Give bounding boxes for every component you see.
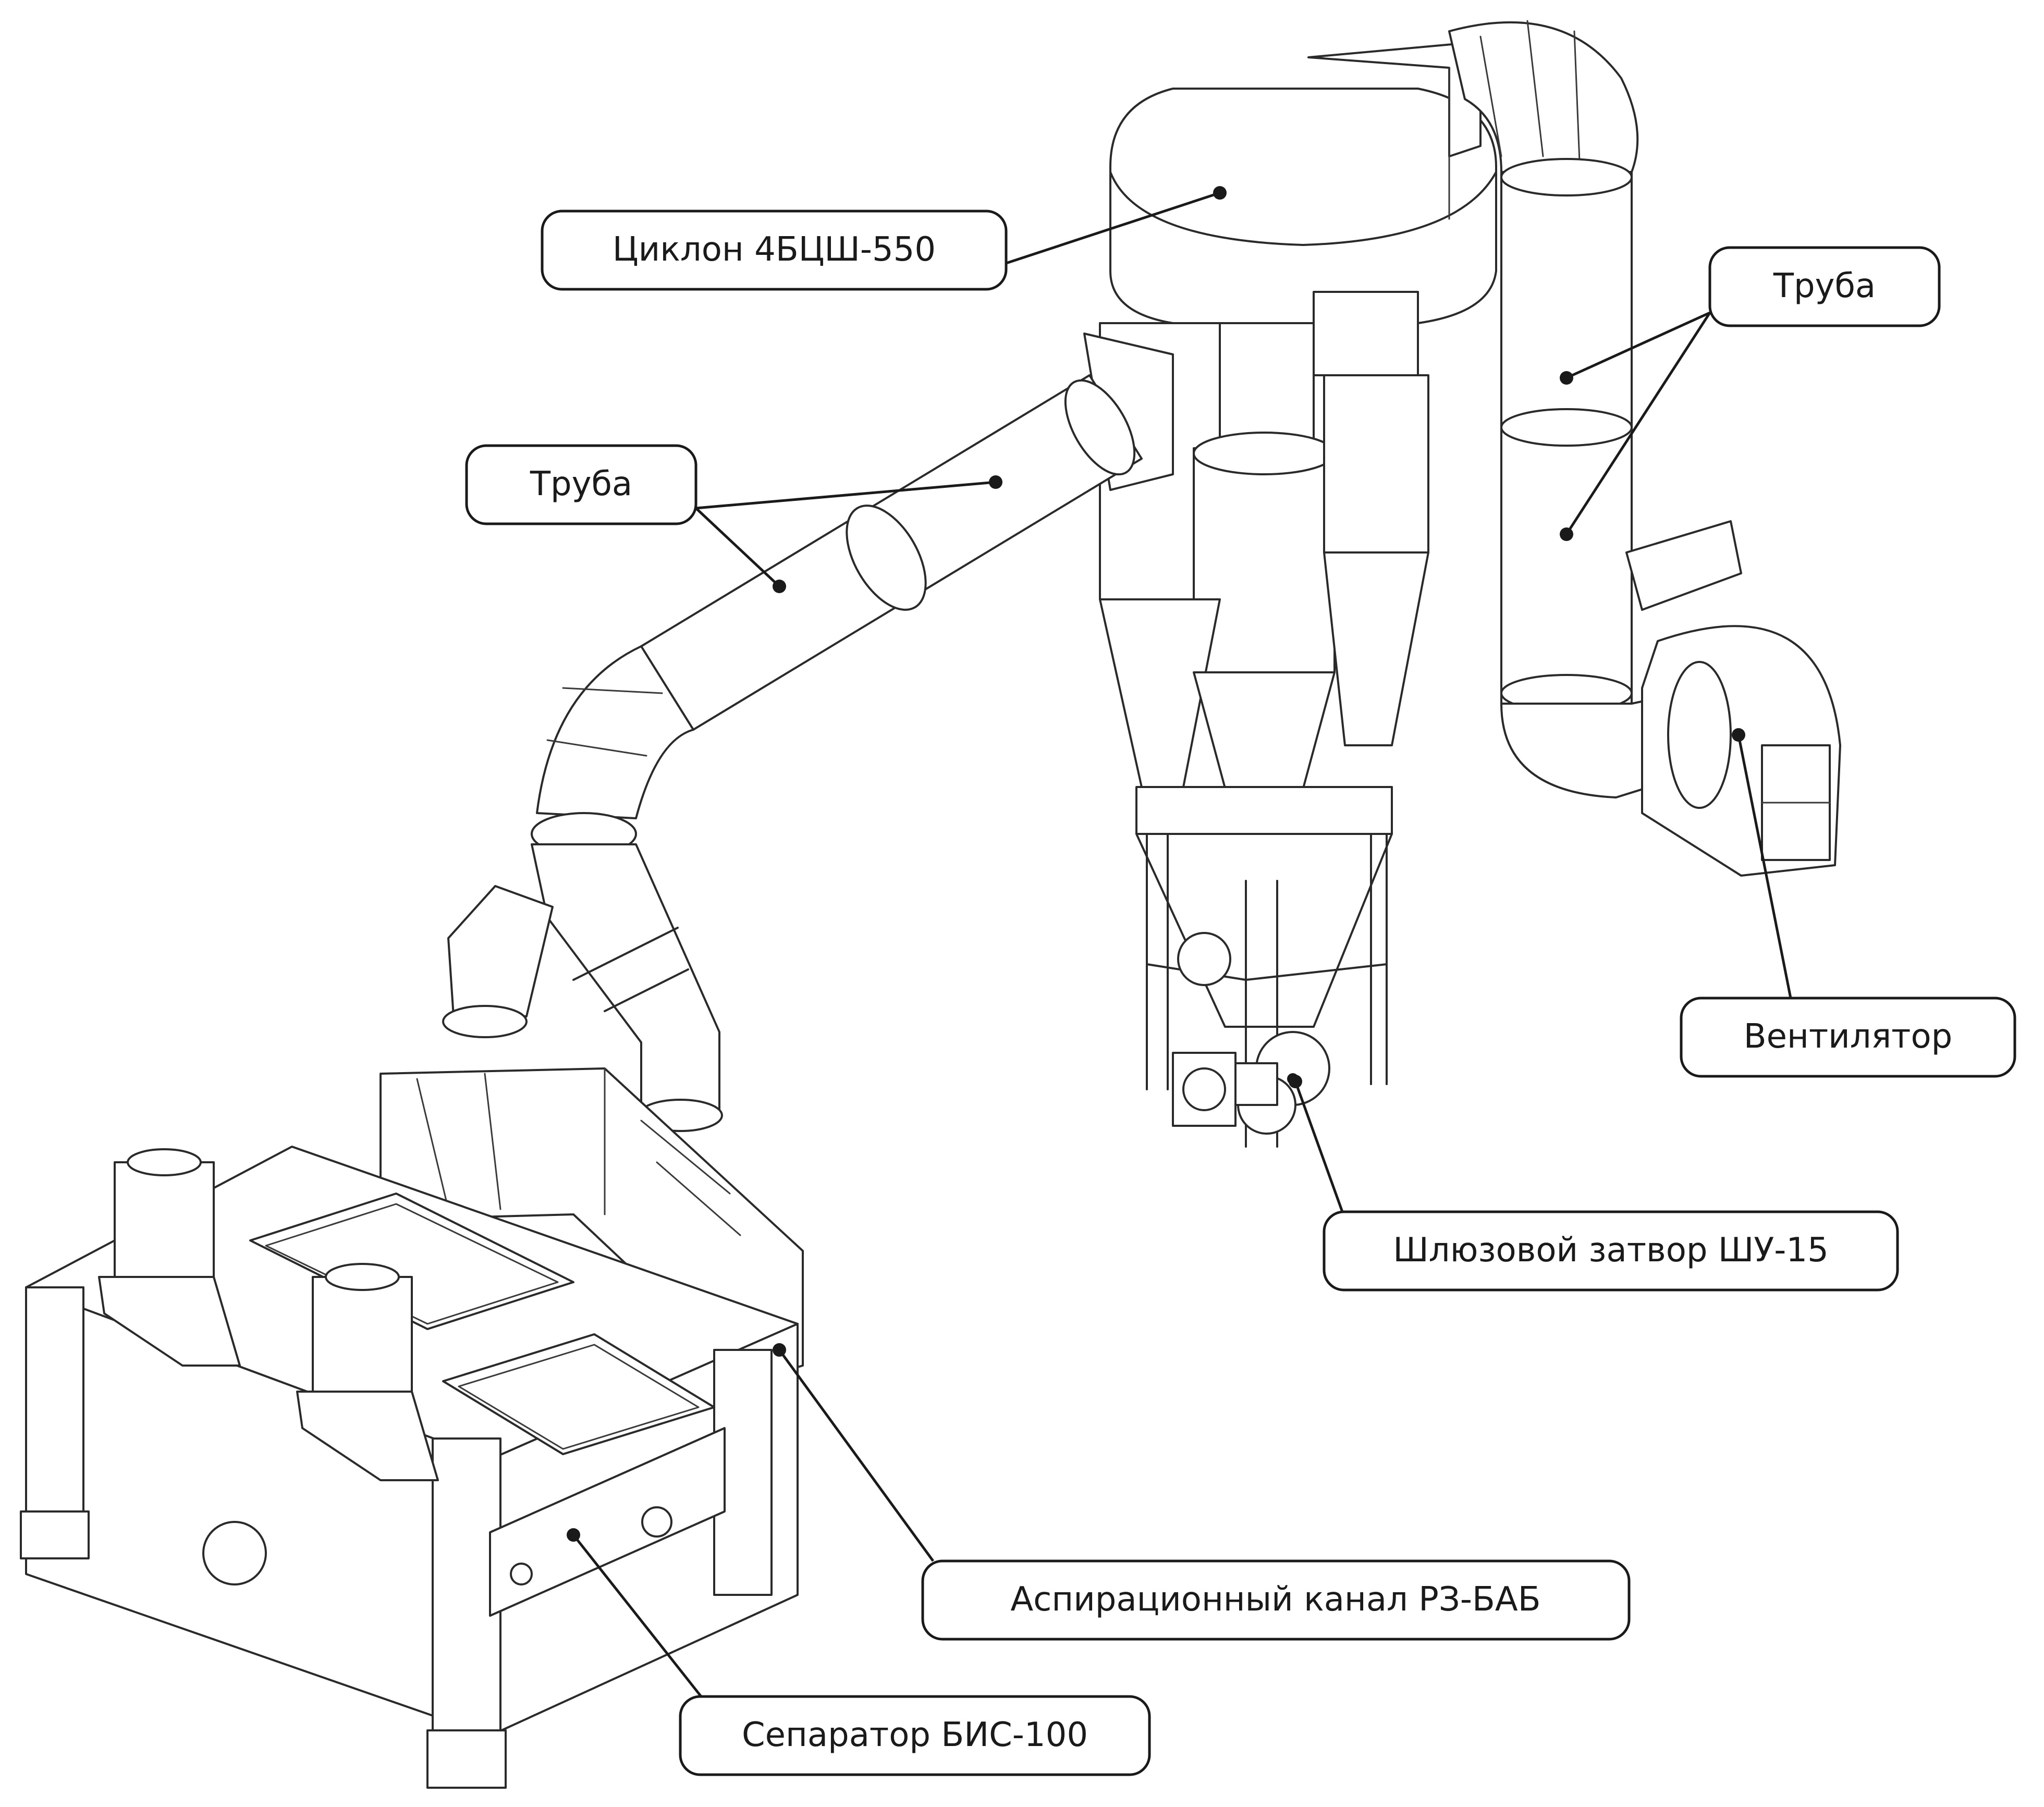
label-pipe-right: Труба [1773,267,1876,305]
marker-pipe-left-1 [989,475,1002,489]
label-box-fan [1680,997,2016,1078]
leader-pipe-left-1 [695,481,996,510]
marker-pipe-right-2 [1560,527,1573,541]
marker-fan [1732,728,1745,742]
label-box-pipe-right [1708,246,1941,327]
callout-pipe-left: Труба [465,444,1002,593]
leader-separator [572,1534,702,1698]
cyclone-drawing [1099,41,1497,1148]
callout-airlock: Шлюзовой затвор ШУ-15 [1289,1075,1899,1292]
label-pipe-left: Труба [530,465,632,503]
label-aspiration: Аспирационный канал РЗ-БАБ [1010,1580,1540,1619]
leader-pipe-right-2 [1565,312,1711,535]
marker-airlock [1289,1075,1302,1088]
right-pipe-drawing [1448,20,1841,877]
label-cyclone: Циклон 4БЦШ-550 [613,230,936,269]
marker-cyclone [1213,186,1227,200]
label-box-cyclone [541,210,1008,291]
marker-separator [567,1528,580,1542]
leader-aspiration [778,1349,935,1562]
callout-pipe-right: Труба [1560,246,1941,541]
label-fan: Вентилятор [1744,1017,1952,1056]
leader-airlock [1294,1081,1344,1212]
marker-pipe-left-2 [773,580,786,593]
label-separator: Сепаратор БИС-100 [742,1716,1088,1754]
label-box-separator [679,1695,1151,1776]
leader-cyclone [1006,191,1220,265]
left-pipe-drawing [442,333,1174,1132]
callout-separator: Сепаратор БИС-100 [567,1528,1151,1776]
label-box-aspiration [921,1559,1631,1641]
leader-pipe-left-2 [695,507,780,587]
leader-pipe-right-1 [1565,311,1711,379]
separator-drawing [20,1146,799,1789]
leader-fan [1737,734,1792,999]
label-box-pipe-left [465,444,697,525]
callout-cyclone: Циклон 4БЦШ-550 [541,186,1227,291]
marker-pipe-right-1 [1560,371,1573,385]
callout-aspiration: Аспирационный канал РЗ-БАБ [773,1343,1631,1641]
callout-fan: Вентилятор [1680,728,2016,1078]
label-airlock: Шлюзовой затвор ШУ-15 [1393,1231,1829,1270]
label-box-airlock [1323,1210,1899,1292]
marker-aspiration [773,1343,786,1357]
